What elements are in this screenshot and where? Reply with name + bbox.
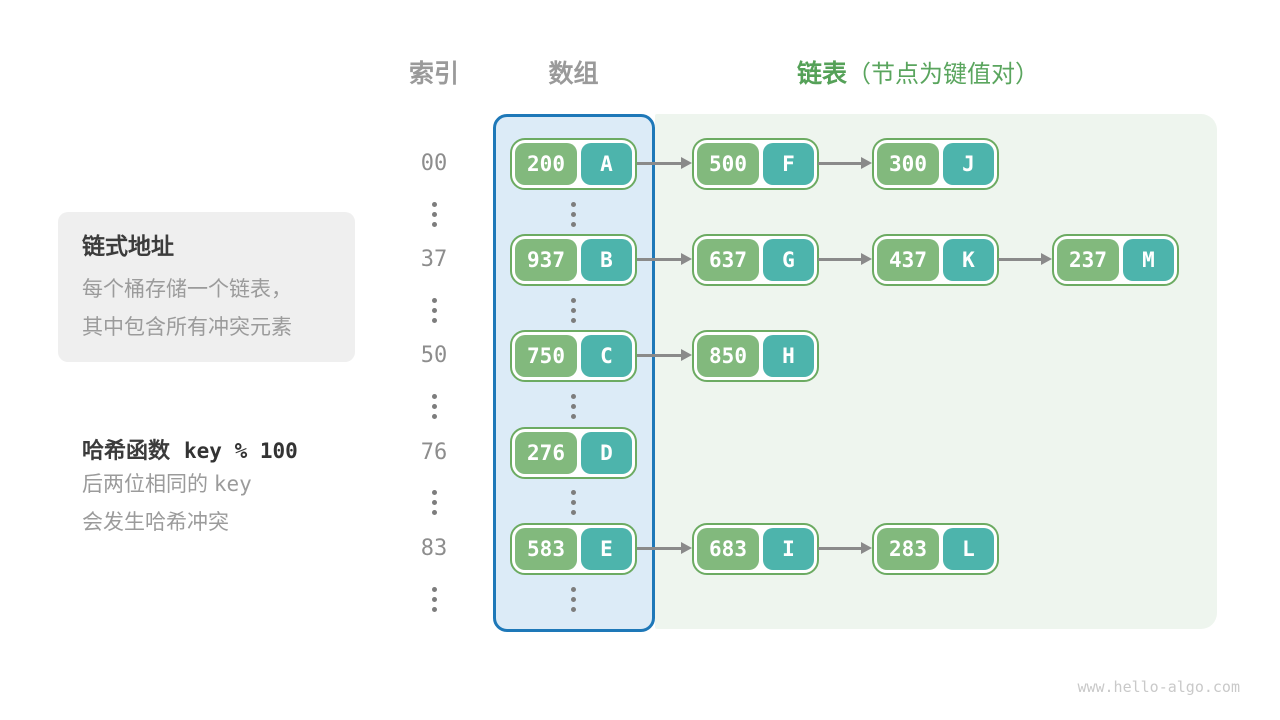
ellipsis-icon <box>510 391 637 421</box>
site-watermark: www.hello-algo.com <box>1077 678 1240 696</box>
chain-node-637: 637 G <box>692 234 819 286</box>
ellipsis-icon <box>400 391 468 421</box>
linked-list-header-label: 链表 <box>797 60 848 88</box>
node-value: D <box>581 432 632 474</box>
chaining-line-1: 每个桶存储一个链表， <box>82 278 292 301</box>
ellipsis-icon <box>510 199 637 229</box>
hash-function-title-zh: 哈希函数 <box>82 438 171 463</box>
arrow-icon <box>818 542 872 554</box>
node-value: G <box>763 239 814 281</box>
node-key: 583 <box>515 528 577 570</box>
array-node-83: 583 E <box>510 523 637 575</box>
chaining-title: 链式地址 <box>82 233 174 259</box>
hash-note-line1-text: 后两位相同的 <box>82 473 208 496</box>
index-label-00: 00 <box>420 151 448 176</box>
array-column-header: 数组 <box>548 60 599 88</box>
node-key: 850 <box>697 335 759 377</box>
ellipsis-icon <box>510 584 637 614</box>
array-node-76: 276 D <box>510 427 637 479</box>
hash-note-line-1: 后两位相同的 key <box>82 465 298 504</box>
node-value: H <box>763 335 814 377</box>
arrow-icon <box>637 253 692 265</box>
arrow-icon <box>818 157 872 169</box>
index-label-37: 37 <box>420 247 448 272</box>
ellipsis-icon <box>400 584 468 614</box>
arrow-icon <box>637 542 692 554</box>
hash-function-title: 哈希函数 key % 100 <box>82 433 298 465</box>
node-value: C <box>581 335 632 377</box>
hash-note-line1-code: key <box>213 472 252 496</box>
node-key: 437 <box>877 239 939 281</box>
node-key: 283 <box>877 528 939 570</box>
hash-function-expression: key % 100 <box>184 439 298 463</box>
chain-node-283: 283 L <box>872 523 999 575</box>
array-node-50: 750 C <box>510 330 637 382</box>
linked-list-header: 链表（节点为键值对） <box>797 54 1039 90</box>
node-key: 937 <box>515 239 577 281</box>
node-value: B <box>581 239 632 281</box>
chaining-line-2: 其中包含所有冲突元素 <box>82 316 292 339</box>
node-key: 683 <box>697 528 759 570</box>
ellipsis-icon <box>510 487 637 517</box>
node-value: I <box>763 528 814 570</box>
node-key: 300 <box>877 143 939 185</box>
arrow-icon <box>637 157 692 169</box>
hash-note-line-2: 会发生哈希冲突 <box>82 511 229 534</box>
node-key: 276 <box>515 432 577 474</box>
node-key: 750 <box>515 335 577 377</box>
node-value: J <box>943 143 994 185</box>
node-value: F <box>763 143 814 185</box>
chain-node-683: 683 I <box>692 523 819 575</box>
ellipsis-icon <box>510 295 637 325</box>
node-value: A <box>581 143 632 185</box>
chaining-info-box: 链式地址 每个桶存储一个链表， 其中包含所有冲突元素 <box>58 212 355 362</box>
hash-function-note: 哈希函数 key % 100 后两位相同的 key 会发生哈希冲突 <box>82 433 298 542</box>
node-value: K <box>943 239 994 281</box>
ellipsis-icon <box>400 487 468 517</box>
node-key: 500 <box>697 143 759 185</box>
arrow-icon <box>998 253 1052 265</box>
linked-list-header-note: （节点为键值对） <box>847 61 1040 88</box>
chain-node-500: 500 F <box>692 138 819 190</box>
chain-node-237: 237 M <box>1052 234 1179 286</box>
node-key: 237 <box>1057 239 1119 281</box>
index-label-76: 76 <box>420 440 448 465</box>
array-node-37: 937 B <box>510 234 637 286</box>
arrow-icon <box>818 253 872 265</box>
node-key: 200 <box>515 143 577 185</box>
node-value: L <box>943 528 994 570</box>
chain-node-850: 850 H <box>692 330 819 382</box>
index-column-header: 索引 <box>408 60 459 88</box>
ellipsis-icon <box>400 295 468 325</box>
node-value: E <box>581 528 632 570</box>
node-key: 637 <box>697 239 759 281</box>
array-node-00: 200 A <box>510 138 637 190</box>
node-value: M <box>1123 239 1174 281</box>
index-label-50: 50 <box>420 343 448 368</box>
arrow-icon <box>637 349 692 361</box>
index-label-83: 83 <box>420 536 448 561</box>
chain-node-437: 437 K <box>872 234 999 286</box>
ellipsis-icon <box>400 199 468 229</box>
chain-node-300: 300 J <box>872 138 999 190</box>
